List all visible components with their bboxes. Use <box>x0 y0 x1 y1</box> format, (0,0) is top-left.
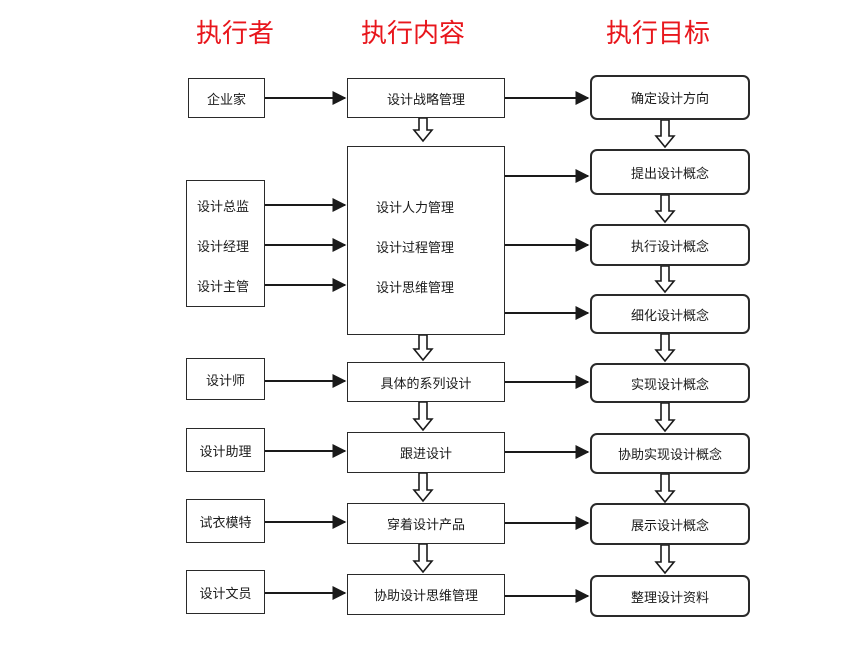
executor-group-management <box>186 180 265 307</box>
target-realize: 实现设计概念 <box>590 363 750 403</box>
down-arrow-icon <box>654 473 676 504</box>
header-content: 执行内容 <box>361 19 466 49</box>
down-arrow-icon <box>654 265 676 294</box>
content-hr: 设计人力管理 <box>376 201 455 216</box>
content-follow: 跟进设计 <box>347 432 505 473</box>
target-organize: 整理设计资料 <box>590 575 750 617</box>
executor-design-director: 设计总监 <box>197 200 250 215</box>
content-series: 具体的系列设计 <box>347 362 505 402</box>
target-direction: 确定设计方向 <box>590 75 750 120</box>
executor-entrepreneur: 企业家 <box>188 78 265 118</box>
executor-design-manager: 设计经理 <box>197 240 250 255</box>
target-flow-arrows <box>654 119 676 575</box>
executor-fitting-model: 试衣模特 <box>186 499 265 543</box>
down-arrow-icon <box>412 472 434 503</box>
down-arrow-icon <box>654 119 676 149</box>
content-process: 设计过程管理 <box>376 241 455 256</box>
target-propose: 提出设计概念 <box>590 149 750 195</box>
down-arrow-icon <box>412 401 434 432</box>
down-arrow-icon <box>654 333 676 363</box>
target-assist-realize: 协助实现设计概念 <box>590 433 750 474</box>
content-flow-arrows <box>412 117 434 574</box>
header-executor: 执行者 <box>196 19 275 49</box>
down-arrow-icon <box>412 334 434 362</box>
target-show: 展示设计概念 <box>590 503 750 545</box>
target-execute: 执行设计概念 <box>590 224 750 266</box>
executor-design-assistant: 设计助理 <box>186 428 265 472</box>
content-assist-thinking: 协助设计思维管理 <box>347 574 505 615</box>
executor-designer: 设计师 <box>186 358 265 400</box>
down-arrow-icon <box>412 543 434 574</box>
executor-design-clerk: 设计文员 <box>186 570 265 614</box>
down-arrow-icon <box>654 544 676 575</box>
down-arrow-icon <box>412 117 434 143</box>
target-refine: 细化设计概念 <box>590 294 750 334</box>
content-wear: 穿着设计产品 <box>347 503 505 544</box>
content-thinking: 设计思维管理 <box>376 281 455 296</box>
content-strategy: 设计战略管理 <box>347 78 505 118</box>
header-target: 执行目标 <box>606 19 711 49</box>
executor-design-supervisor: 设计主管 <box>197 280 250 295</box>
content-group-management <box>347 146 505 335</box>
down-arrow-icon <box>654 194 676 224</box>
down-arrow-icon <box>654 402 676 433</box>
